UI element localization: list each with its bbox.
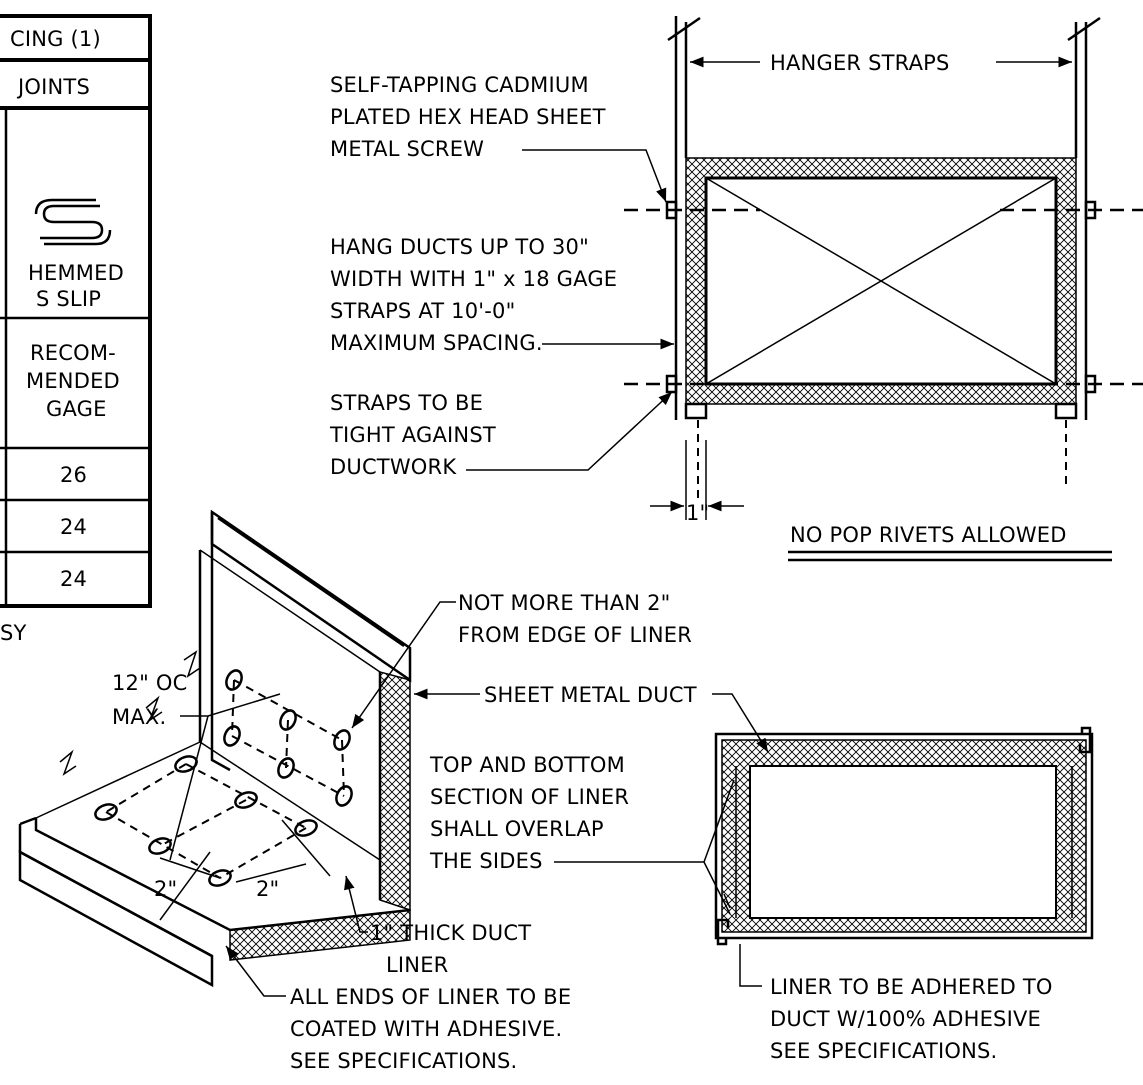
adhere-note-line: SEE SPECIFICATIONS.: [770, 1039, 997, 1063]
hanger-detail: HANGER STRAPS SELF-TAPPING CADMIUM PLATE…: [329, 16, 1143, 562]
edge-note-line: NOT MORE THAN 2": [458, 591, 671, 615]
dim-left: 2": [154, 877, 177, 901]
table-header-title: CING (1): [10, 27, 101, 51]
no-rivets-note: NO POP RIVETS ALLOWED: [790, 523, 1067, 547]
hang-note-line: STRAPS AT 10'-0": [330, 299, 515, 323]
thick-note-line: LINER: [386, 953, 448, 977]
pin-icon: [94, 755, 318, 887]
thick-note-line: 1" THICK DUCT: [370, 921, 531, 945]
ends-note-line: ALL ENDS OF LINER TO BE: [290, 985, 571, 1009]
gage-head-2: MENDED: [26, 369, 120, 393]
ends-note-line: SEE SPECIFICATIONS.: [290, 1049, 517, 1073]
strap-note-line: STRAPS TO BE: [330, 391, 483, 415]
strap-note-line: DUCTWORK: [330, 455, 457, 479]
sheet-metal-label: SHEET METAL DUCT: [484, 683, 697, 707]
table-row: 26: [60, 463, 87, 487]
hang-note-line: MAXIMUM SPACING.: [330, 331, 543, 355]
col-name-2: S SLIP: [36, 287, 101, 311]
ends-note-line: COATED WITH ADHESIVE.: [290, 1017, 562, 1041]
table-header-sub: JOINTS: [16, 75, 90, 99]
overlap-note-line: SHALL OVERLAP: [430, 817, 604, 841]
table-row: 24: [60, 567, 87, 591]
edge-note-line: FROM EDGE OF LINER: [458, 623, 692, 647]
dim-right: 2": [256, 877, 279, 901]
gage-head-3: GAGE: [46, 397, 107, 421]
table-footnote: SY: [0, 621, 27, 645]
s-slip-icon: [34, 198, 112, 246]
oc-note-line: MAX.: [112, 705, 166, 729]
joint-table: CING (1) JOINTS HEMMED S SLIP RECOM- MEN…: [0, 14, 152, 645]
screw-note-line: METAL SCREW: [330, 137, 484, 161]
adhere-note-line: LINER TO BE ADHERED TO: [770, 975, 1053, 999]
screw-note-line: PLATED HEX HEAD SHEET: [330, 105, 606, 129]
hang-note-line: WIDTH WITH 1" x 18 GAGE: [330, 267, 617, 291]
screw-note-line: SELF-TAPPING CADMIUM: [330, 73, 589, 97]
lined-duct-section: LINER TO BE ADHERED TO DUCT W/100% ADHES…: [714, 726, 1094, 1063]
overlap-note-line: SECTION OF LINER: [430, 785, 629, 809]
overlap-note-line: THE SIDES: [429, 849, 543, 873]
strap-width-dim: 1": [686, 501, 709, 525]
hang-note-line: HANG DUCTS UP TO 30": [330, 235, 589, 259]
gage-head-1: RECOM-: [30, 341, 116, 365]
table-row: 24: [60, 515, 87, 539]
oc-note-line: 12" OC: [112, 671, 187, 695]
adhere-note-line: DUCT W/100% ADHESIVE: [770, 1007, 1041, 1031]
strap-note-line: TIGHT AGAINST: [329, 423, 496, 447]
col-name-1: HEMMED: [28, 261, 124, 285]
liner-isometric-detail: 2" 2" NOT MORE THAN 2" FROM EDGE OF LINE…: [18, 509, 769, 1073]
hanger-straps-label: HANGER STRAPS: [770, 51, 950, 75]
overlap-note-line: TOP AND BOTTOM: [429, 753, 625, 777]
